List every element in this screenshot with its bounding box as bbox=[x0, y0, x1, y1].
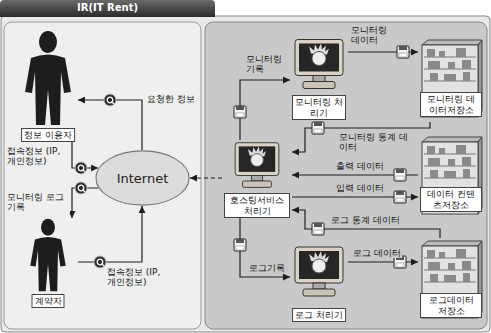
monitor-base bbox=[303, 82, 335, 89]
computer-node: 호스팅서비스 처리기 bbox=[222, 140, 292, 218]
person-head bbox=[41, 219, 55, 236]
store-top bbox=[422, 241, 482, 246]
store-items bbox=[427, 145, 471, 178]
flow-label: 로그 통계 데이터 bbox=[330, 215, 401, 225]
computer-node: 로그 처리기 bbox=[290, 238, 348, 322]
monitor-case bbox=[295, 40, 343, 76]
monitor-case bbox=[235, 143, 279, 176]
monitor-base bbox=[303, 289, 335, 296]
disk-icon bbox=[394, 191, 406, 203]
disk-icon bbox=[397, 46, 409, 58]
monitor-case bbox=[295, 247, 343, 283]
store-top bbox=[422, 40, 482, 45]
monitor-screen bbox=[299, 251, 339, 279]
name-label: 계약자 bbox=[32, 294, 65, 308]
name-label: 모니터링 처리기 bbox=[292, 95, 346, 120]
outer-frame bbox=[1, 16, 490, 332]
flow-label: 모니터링 로그기록 bbox=[6, 192, 70, 213]
flow-label: 출력 데이터 bbox=[335, 161, 385, 171]
person-head bbox=[39, 31, 57, 53]
flow-label: 모니터링 기록 bbox=[245, 54, 291, 75]
flow-arrow bbox=[292, 122, 430, 152]
flow-label: 요청한 정보 bbox=[146, 94, 196, 104]
monitor-stand bbox=[252, 176, 263, 181]
internet-node: Internet bbox=[95, 150, 190, 206]
right-panel bbox=[205, 22, 487, 329]
name-label: 호스팅서비스 처리기 bbox=[224, 193, 290, 218]
monitor-screen bbox=[299, 44, 339, 72]
name-label: 로그데이터 저장소 bbox=[420, 293, 482, 318]
flow-arrow bbox=[240, 218, 290, 277]
flow-label: 로그기록 bbox=[248, 263, 286, 273]
q-icon bbox=[75, 162, 87, 174]
disk-icon bbox=[234, 106, 246, 118]
flow-arrow bbox=[292, 210, 440, 238]
cartoon-face bbox=[312, 259, 326, 273]
flow-label: 로그 데이터 bbox=[352, 248, 402, 258]
computer-picture bbox=[222, 140, 292, 191]
store-items bbox=[427, 249, 471, 282]
flow-arrow bbox=[78, 206, 142, 262]
store-items bbox=[427, 48, 471, 81]
node-text: Internet bbox=[95, 171, 190, 186]
name-label: 정보 이용자 bbox=[21, 128, 75, 142]
disk-icon bbox=[394, 169, 406, 181]
title-text: IR(IT Rent) bbox=[0, 1, 215, 15]
monitor-stand bbox=[313, 76, 325, 82]
store-node: 모니터링 데이터저장소 bbox=[418, 36, 484, 122]
monitor-stand bbox=[313, 283, 325, 289]
person-picture bbox=[18, 30, 78, 126]
flow-arrow bbox=[78, 100, 142, 150]
disk-icon bbox=[312, 122, 324, 134]
dashed-connector bbox=[190, 177, 222, 178]
person-picture bbox=[18, 218, 78, 292]
person-body bbox=[30, 237, 65, 291]
name-label: 모니터링 데이터저장소 bbox=[420, 92, 482, 117]
flow-label: 모니터링 데이터 bbox=[350, 25, 396, 46]
flow-label: 입력 데이터 bbox=[335, 183, 385, 193]
computer-node: 모니터링 처리기 bbox=[290, 36, 348, 120]
name-label: 로그 처리기 bbox=[292, 308, 346, 322]
flow-label: 접속정보 (IP, 개인정보) bbox=[106, 267, 170, 288]
flow-label: 모니터링 통계 데이터 bbox=[338, 132, 410, 153]
cartoon-face bbox=[312, 52, 326, 66]
disk-icon bbox=[234, 239, 246, 251]
left-panel bbox=[4, 22, 201, 329]
store-top bbox=[422, 137, 482, 142]
store-node: 로그데이터 저장소 bbox=[418, 238, 484, 322]
computer-picture bbox=[290, 238, 348, 306]
internet-cloud bbox=[96, 151, 189, 205]
q-icon bbox=[94, 256, 106, 268]
q-icon bbox=[75, 182, 87, 194]
computer-picture bbox=[290, 36, 348, 93]
cartoon-face bbox=[251, 154, 264, 167]
monitor-screen bbox=[239, 146, 275, 172]
store-node: 데이터 컨텐츠저장소 bbox=[418, 136, 484, 216]
flow-label: 접속정보 (IP, 개인정보) bbox=[6, 146, 70, 167]
flow-arrow bbox=[240, 80, 290, 140]
person-node: 정보 이용자 bbox=[18, 30, 78, 142]
person-node: 계약자 bbox=[18, 218, 78, 308]
disk-icon bbox=[312, 223, 324, 235]
flow-arrow bbox=[348, 261, 418, 262]
title-tab bbox=[0, 0, 215, 17]
name-label: 데이터 컨텐츠저장소 bbox=[420, 187, 482, 212]
person-body bbox=[25, 55, 71, 126]
q-icon bbox=[104, 94, 116, 106]
monitor-base bbox=[242, 181, 271, 187]
